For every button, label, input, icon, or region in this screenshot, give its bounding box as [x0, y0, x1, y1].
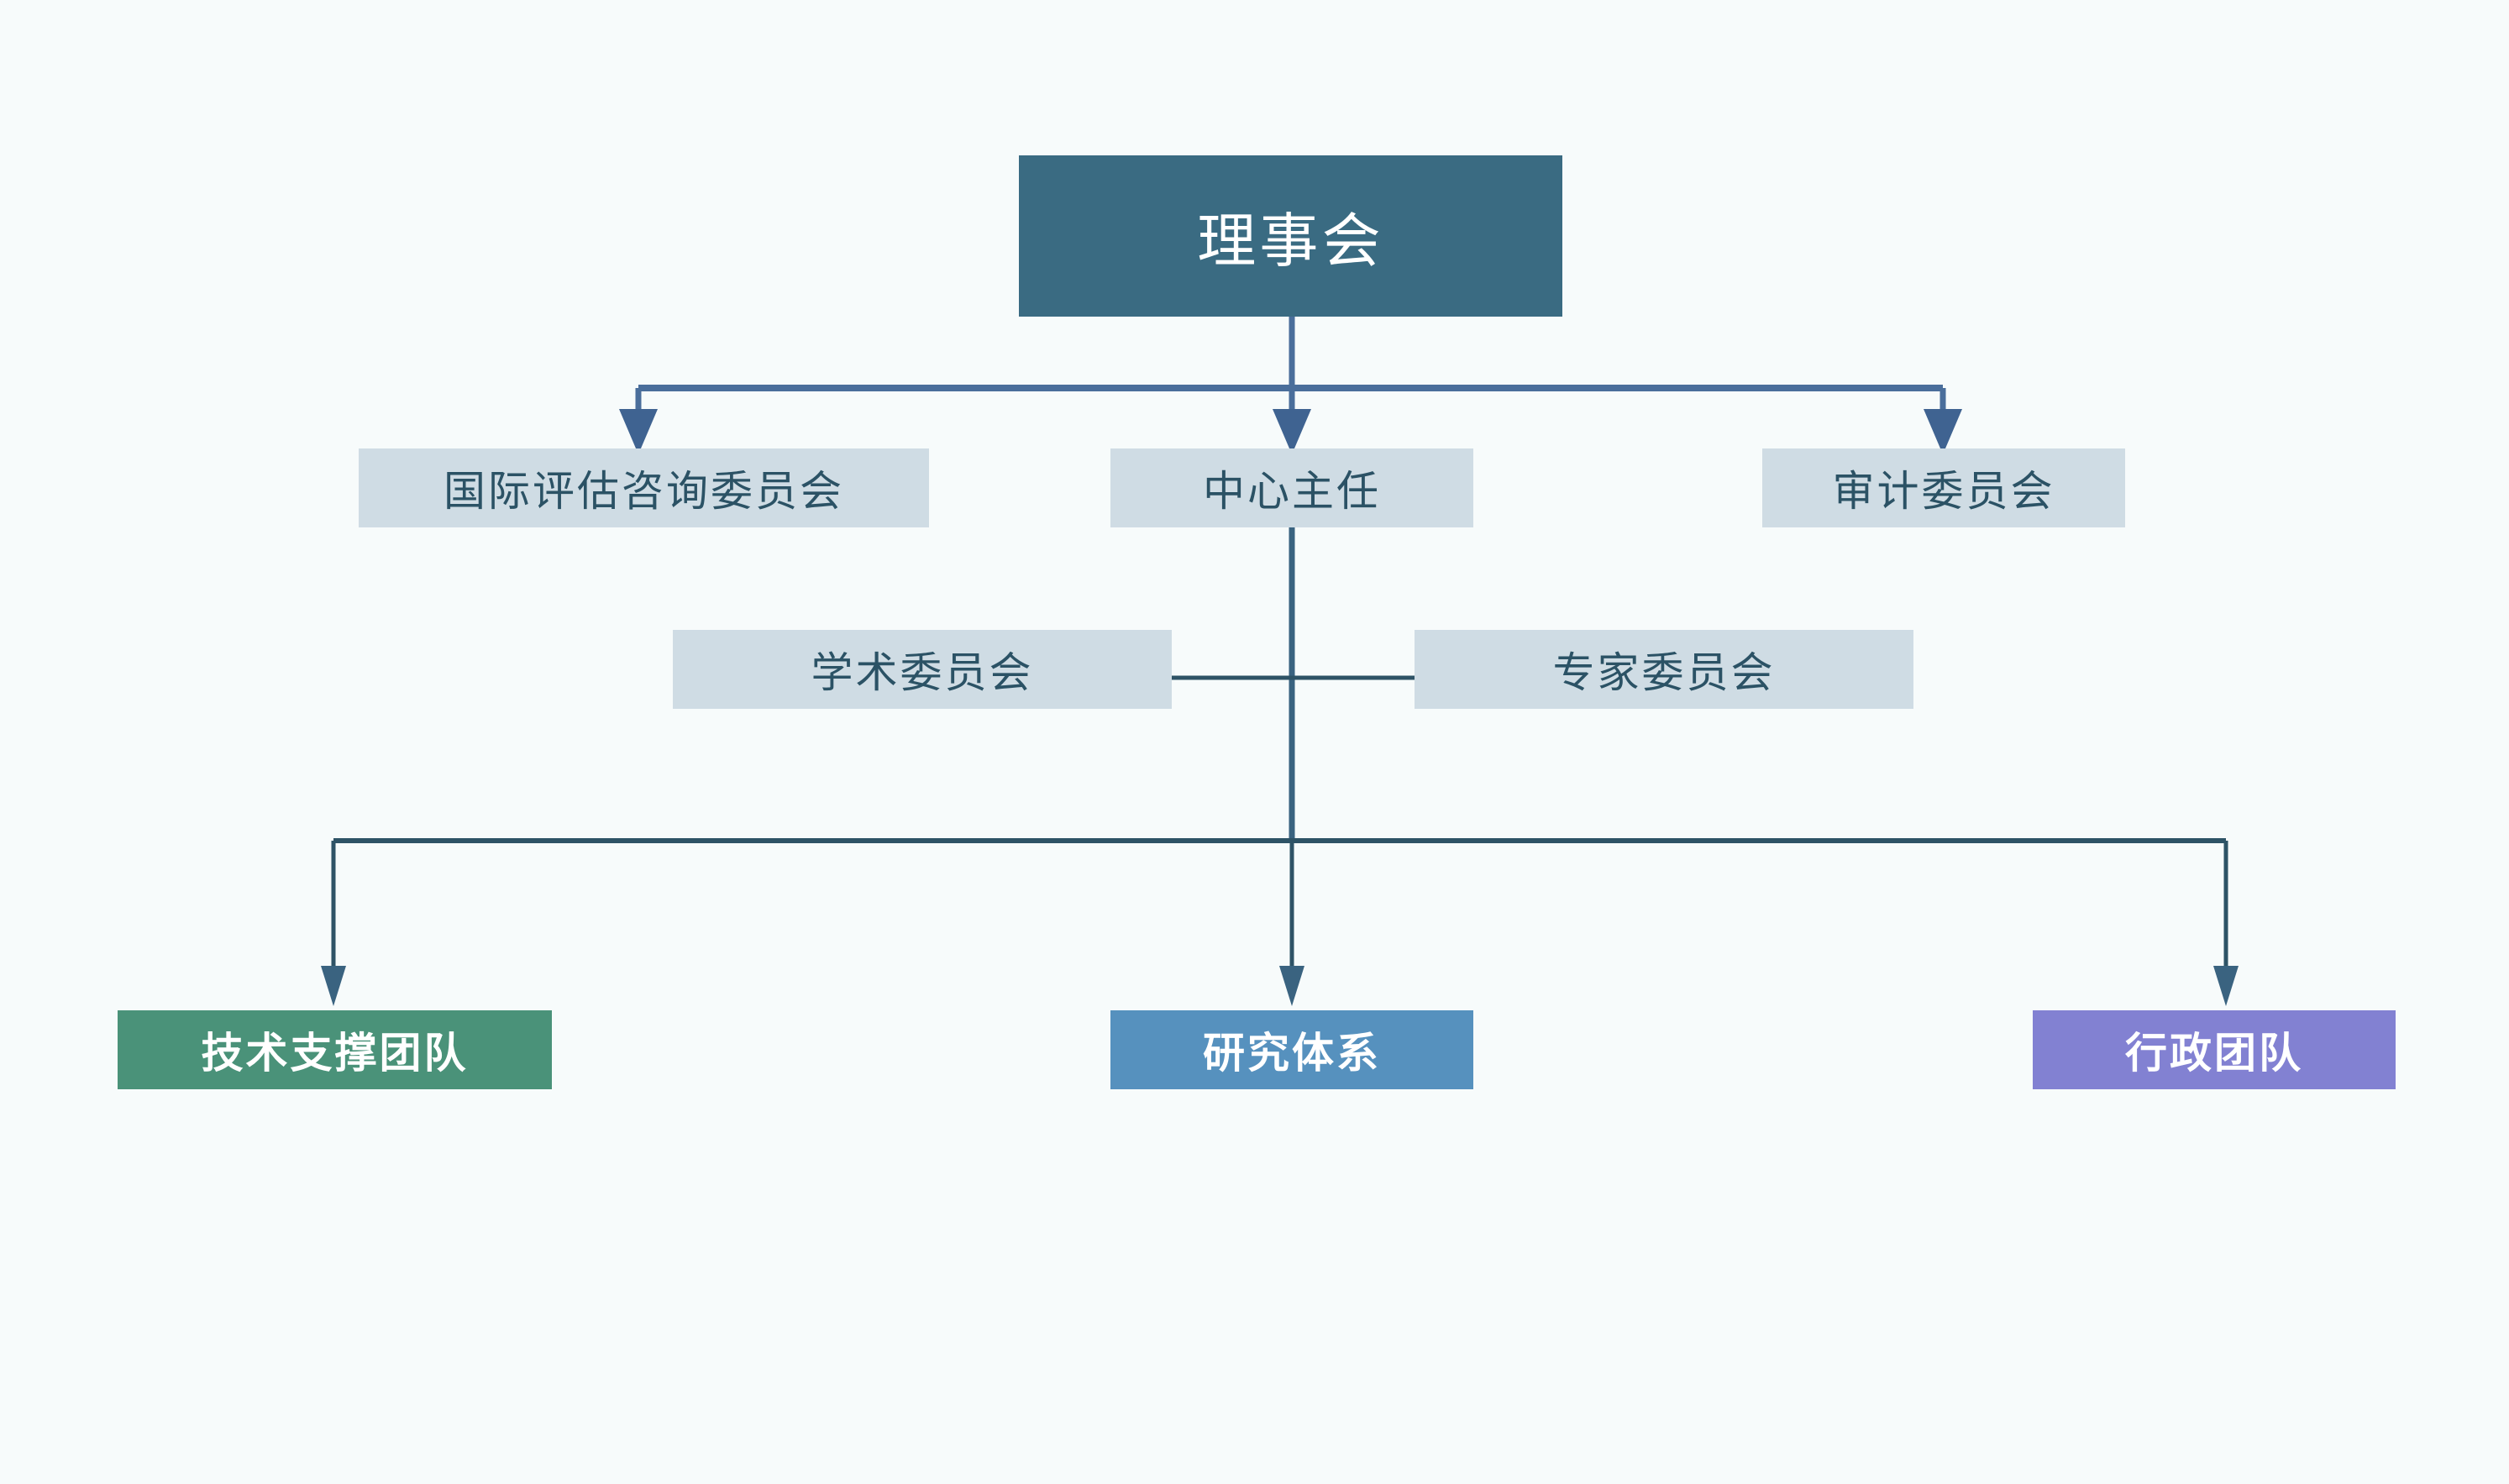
node-center-director[interactable]: 中心主任 — [1110, 448, 1473, 527]
node-intl-advisory[interactable]: 国际评估咨询委员会 — [359, 448, 929, 527]
arrowhead-research-system — [1279, 966, 1304, 1006]
node-expert-committee-label: 专家委员会 — [1552, 649, 1776, 696]
node-research-system-label: 研究体系 — [1203, 1030, 1381, 1077]
arrowhead-center-director — [1273, 409, 1311, 454]
arrowhead-audit-committee — [1924, 409, 1962, 454]
edge-board-to-level2 — [619, 317, 1962, 454]
node-academic-committee[interactable]: 学术委员会 — [673, 630, 1172, 709]
node-board[interactable]: 理事会 — [1019, 155, 1562, 317]
node-admin-team[interactable]: 行政团队 — [2033, 1010, 2396, 1089]
node-research-system[interactable]: 研究体系 — [1110, 1010, 1473, 1089]
node-audit-committee[interactable]: 审计委员会 — [1762, 448, 2125, 527]
arrowhead-tech-support — [321, 966, 346, 1006]
node-tech-support-team[interactable]: 技术支撑团队 — [118, 1010, 552, 1089]
node-board-label: 理事会 — [1197, 209, 1384, 275]
node-center-director-label: 中心主任 — [1203, 468, 1381, 515]
node-audit-committee-label: 审计委员会 — [1832, 468, 2055, 515]
node-admin-team-label: 行政团队 — [2125, 1030, 2303, 1077]
node-expert-committee[interactable]: 专家委员会 — [1415, 630, 1913, 709]
edge-center-to-level4 — [321, 838, 2239, 1006]
arrowhead-admin-team — [2213, 966, 2239, 1006]
node-tech-support-team-label: 技术支撑团队 — [201, 1030, 469, 1077]
node-academic-committee-label: 学术委员会 — [811, 649, 1034, 696]
arrowhead-intl-advisory — [619, 409, 658, 454]
node-intl-advisory-label: 国际评估咨询委员会 — [444, 468, 844, 515]
